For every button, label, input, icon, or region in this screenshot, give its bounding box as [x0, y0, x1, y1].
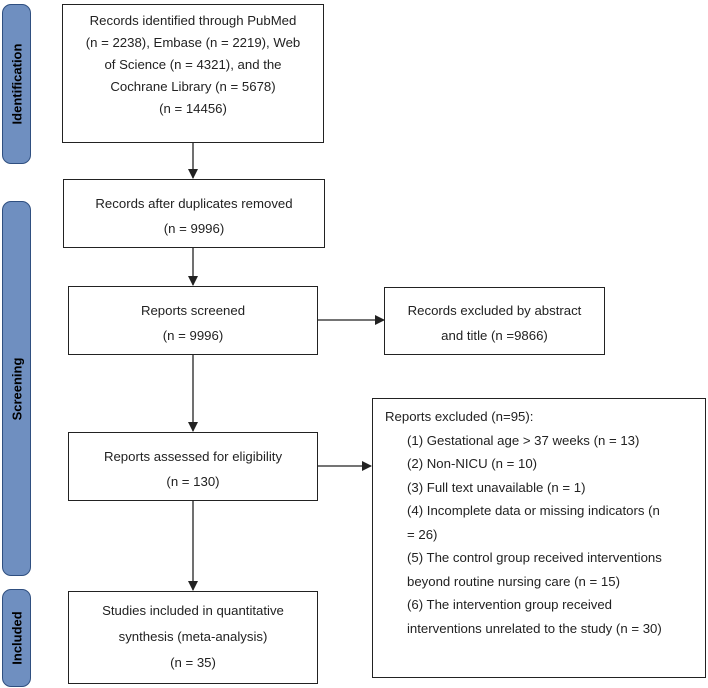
records-identified-line-3: of Science (n = 4321), and the	[104, 57, 282, 72]
studies-included-line-2: synthesis (meta-analysis)	[118, 629, 268, 644]
reports-screened-line-1: Reports screened	[140, 303, 246, 318]
exclusion-reason: (4) Incomplete data or missing indicator…	[407, 503, 660, 518]
reports-excluded-heading: Reports excluded (n=95):	[385, 409, 534, 424]
assessed-eligibility-box: Reports assessed for eligibility (n = 13…	[68, 432, 318, 501]
exclusion-reason: (2) Non-NICU (n = 10)	[407, 456, 538, 471]
exclusion-reason-continued: beyond routine nursing care (n = 15)	[407, 573, 620, 589]
reports-screened-line-2: (n = 9996)	[162, 328, 224, 343]
exclusion-reason-continued: = 26)	[407, 526, 438, 542]
records-excluded-box: Records excluded by abstract and title (…	[384, 287, 605, 355]
duplicates-removed-line-2: (n = 9996)	[163, 221, 225, 236]
records-identified-line-1: Records identified through PubMed	[89, 13, 297, 28]
exclusion-reason: (6) The intervention group received	[407, 597, 613, 612]
phase-included: Included	[2, 589, 31, 687]
duplicates-removed-line-1: Records after duplicates removed	[95, 196, 293, 211]
studies-included-line-3: (n = 35)	[170, 655, 216, 670]
assessed-eligibility-line-1: Reports assessed for eligibility	[103, 449, 283, 464]
phase-identification: Identification	[2, 4, 31, 164]
records-identified-line-4: Cochrane Library (n = 5678)	[110, 79, 276, 94]
reports-excluded-box: Reports excluded (n=95): (1) Gestational…	[372, 398, 706, 678]
studies-included-box: Studies included in quantitative synthes…	[68, 591, 318, 684]
studies-included-line-1: Studies included in quantitative	[102, 603, 284, 618]
records-identified-line-5: (n = 14456)	[159, 101, 227, 116]
records-excluded-line-2: and title (n =9866)	[441, 328, 548, 343]
assessed-eligibility-line-2: (n = 130)	[166, 474, 220, 489]
records-excluded-line-1: Records excluded by abstract	[407, 303, 582, 318]
exclusion-reason: (3) Full text unavailable (n = 1)	[407, 479, 586, 495]
phase-screening: Screening	[2, 201, 31, 576]
reports-screened-box: Reports screened (n = 9996)	[68, 286, 318, 355]
exclusion-reason: (5) The control group received intervent…	[407, 550, 662, 565]
exclusion-reason-continued: interventions unrelated to the study (n …	[407, 620, 662, 636]
records-identified-box: Records identified through PubMed (n = 2…	[62, 4, 324, 143]
duplicates-removed-box: Records after duplicates removed (n = 99…	[63, 179, 325, 248]
records-identified-line-2: (n = 2238), Embase (n = 2219), Web	[85, 35, 301, 50]
exclusion-reason: (1) Gestational age > 37 weeks (n = 13)	[407, 432, 640, 448]
